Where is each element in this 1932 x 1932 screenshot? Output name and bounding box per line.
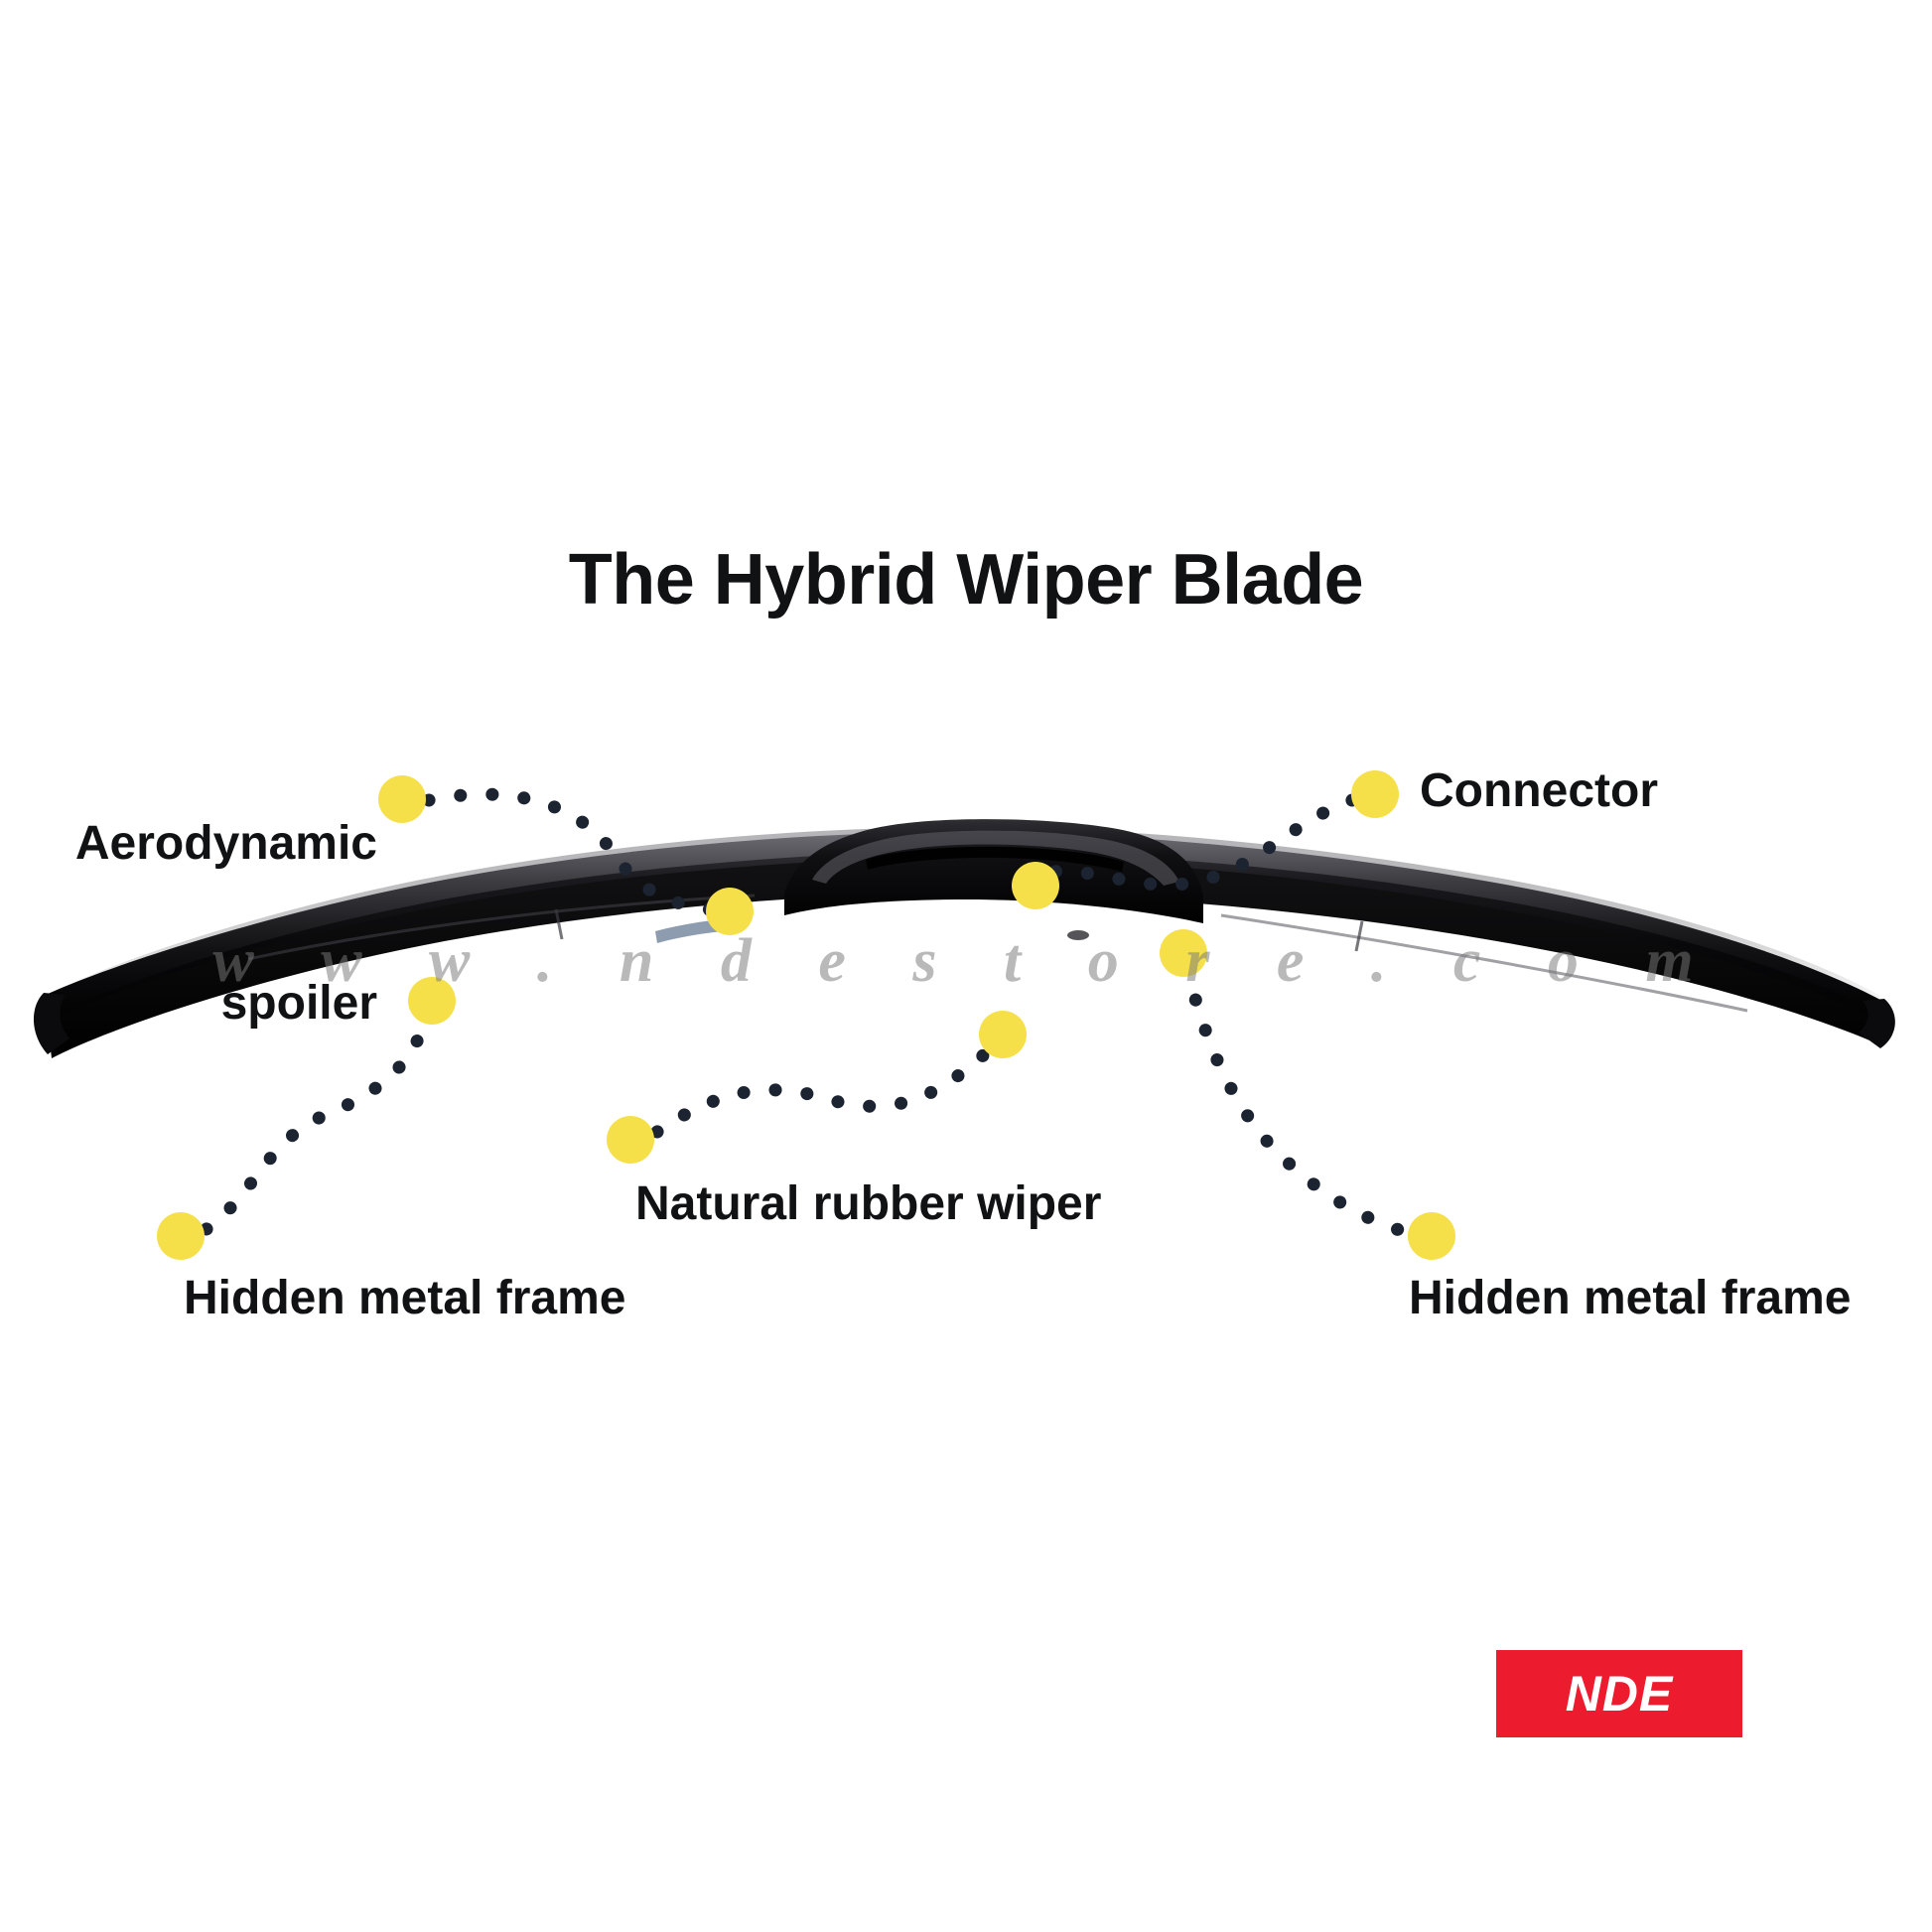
callout-label-hidden-metal-frame-right: Hidden metal frame	[1409, 1272, 1852, 1324]
callout-label-hidden-metal-frame-left: Hidden metal frame	[184, 1272, 626, 1324]
connector-housing-highlight	[812, 830, 1179, 886]
rubber-squeegee	[48, 858, 1882, 1058]
connector-notch	[1067, 930, 1089, 940]
marker-aerodynamic-spoiler-label[interactable]	[378, 775, 426, 823]
leader-aerodynamic-spoiler	[422, 787, 724, 917]
blade-right-tip	[1859, 999, 1895, 1048]
marker-hidden-metal-frame-left-target[interactable]	[408, 977, 456, 1025]
marker-aerodynamic-spoiler-target[interactable]	[706, 888, 754, 935]
frame-joint-left	[554, 908, 564, 940]
callout-label-natural-rubber-wiper: Natural rubber wiper	[635, 1177, 1102, 1230]
callout-label-line-2: spoiler	[220, 976, 377, 1030]
marker-hidden-metal-frame-right-target[interactable]	[1160, 929, 1207, 977]
marker-hidden-metal-frame-left-label[interactable]	[157, 1212, 205, 1260]
marker-natural-rubber-wiper-label[interactable]	[607, 1116, 654, 1164]
leader-hidden-metal-frame-right	[1180, 962, 1417, 1240]
brand-logo[interactable]: NDE	[1496, 1650, 1742, 1737]
callout-label-aerodynamic-spoiler: Aerodynamic spoiler	[20, 710, 377, 1137]
spoiler-seam-right	[1220, 913, 1748, 1013]
callout-label-line-1: Aerodynamic	[74, 816, 377, 870]
leader-natural-rubber-wiper	[650, 1041, 998, 1139]
marker-connector-label[interactable]	[1351, 770, 1399, 818]
callout-label-connector: Connector	[1420, 764, 1658, 817]
marker-hidden-metal-frame-right-label[interactable]	[1408, 1212, 1455, 1260]
brand-logo-text: NDE	[1565, 1666, 1674, 1722]
connector-latch-slot	[866, 846, 1124, 872]
wiper-blade-graphic	[33, 819, 1895, 1058]
marker-connector-target[interactable]	[1012, 862, 1059, 909]
leader-lines	[200, 787, 1417, 1240]
callout-markers	[157, 770, 1455, 1260]
frame-joint-right	[1354, 920, 1364, 952]
marker-natural-rubber-wiper-target[interactable]	[979, 1011, 1027, 1058]
blade-top-highlight	[60, 827, 1880, 1011]
blade-left-tip	[33, 993, 69, 1054]
page-title: The Hybrid Wiper Blade	[568, 540, 1364, 620]
